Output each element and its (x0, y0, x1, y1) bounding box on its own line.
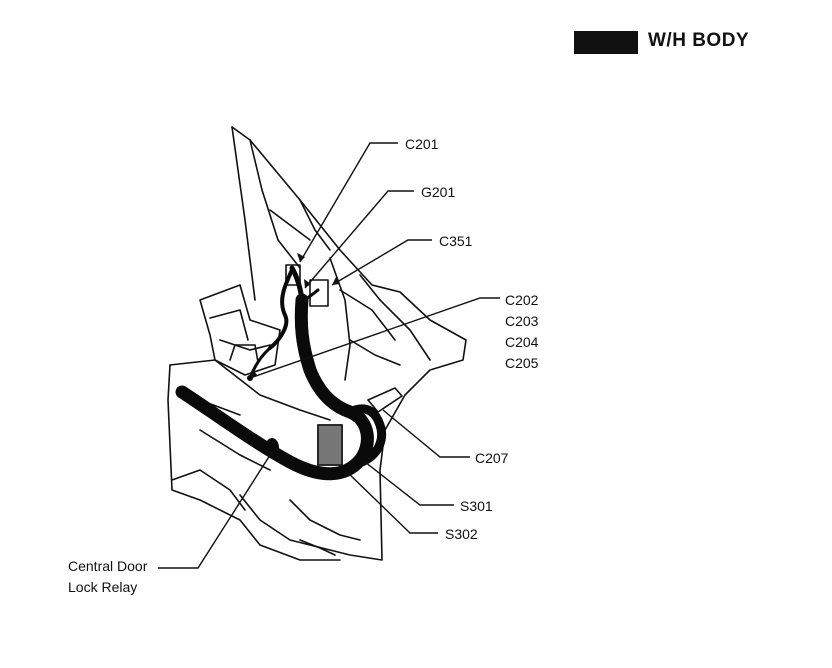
leader-c207 (382, 409, 470, 458)
floor-panel (169, 359, 331, 421)
leader-c202 (249, 297, 500, 379)
relay-label-line2: Lock Relay (68, 579, 138, 595)
callout-c207: C207 (475, 450, 509, 466)
leader-c201 (299, 142, 398, 263)
header-black-block (574, 31, 638, 54)
leader-s302 (344, 469, 438, 534)
page-title: W/H BODY (648, 30, 750, 51)
pillar-outline (231, 126, 467, 561)
callout-c202: C202 (505, 292, 539, 308)
leader-g201 (304, 190, 414, 289)
leader-s301 (364, 461, 454, 506)
leader-relay (158, 451, 273, 569)
callout-c351: C351 (439, 233, 473, 249)
main-harness (175, 293, 374, 481)
relay-bracket (199, 284, 281, 376)
connector-c201 (285, 264, 301, 286)
callout-c201: C201 (405, 136, 439, 152)
callout-central-door-lock-relay: Central Door Lock Relay (68, 556, 147, 598)
connector-c351 (309, 279, 329, 307)
relay-label-line1: Central Door (68, 558, 148, 574)
callout-s301: S301 (460, 498, 493, 514)
callout-s302: S302 (445, 526, 478, 542)
callout-g201: G201 (421, 184, 456, 200)
callout-c205: C205 (505, 355, 539, 371)
callout-c202-group: C202 C203 C204 C205 (505, 290, 538, 374)
leader-c351 (331, 239, 432, 286)
callout-c203: C203 (505, 313, 539, 329)
callout-c204: C204 (505, 334, 539, 350)
